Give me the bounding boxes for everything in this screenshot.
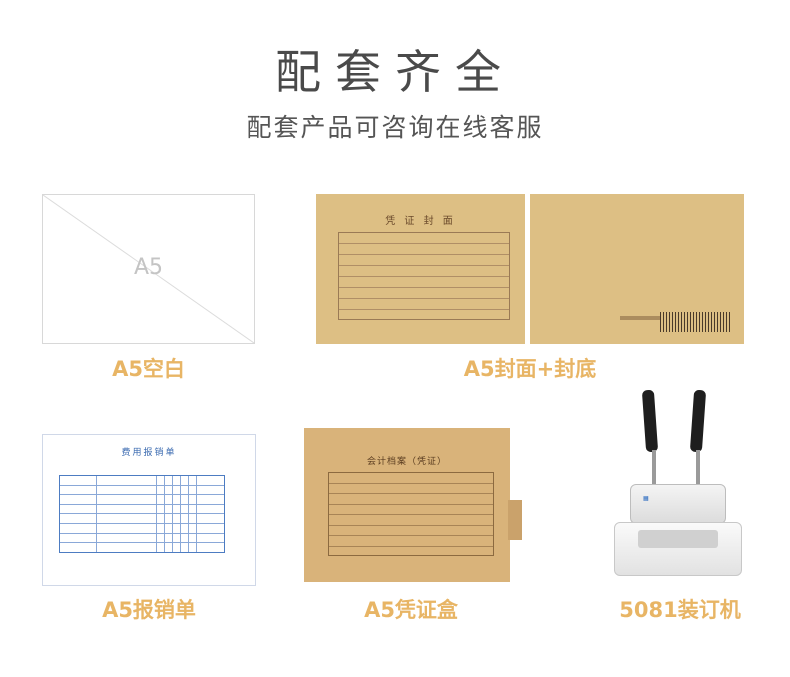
- caption-voucher-box: A5凭证盒: [364, 598, 458, 622]
- caption-binding-machine: 5081装订机: [619, 598, 741, 622]
- box-title: 会计档案（凭证）: [366, 457, 447, 467]
- box-tab: [508, 500, 522, 540]
- voucher-box-image: 会计档案（凭证）: [304, 428, 522, 582]
- machine-logo: ▦: [643, 495, 649, 502]
- box-body: 会计档案（凭证）: [304, 428, 510, 582]
- page-title: 配套齐全: [275, 45, 515, 99]
- machine-handle-right: [689, 389, 707, 453]
- form-grid: [59, 475, 225, 553]
- form-title: 费用报销单: [121, 448, 177, 458]
- a5-blank-image: A5: [42, 194, 255, 344]
- caption-reimbursement: A5报销单: [102, 598, 196, 622]
- reimbursement-form-image: 费用报销单: [42, 434, 256, 586]
- caption-a5-blank: A5空白: [112, 357, 185, 381]
- page-subtitle: 配套产品可咨询在线客服: [246, 113, 544, 142]
- cover-back-image: [530, 194, 744, 344]
- machine-head: ▦: [630, 484, 726, 524]
- machine-tray: [638, 530, 718, 548]
- diagonal-line: [43, 195, 254, 343]
- machine-handle-left: [641, 389, 659, 453]
- a5-placeholder-text: A5: [133, 255, 164, 280]
- barcode-icon: [660, 312, 730, 332]
- caption-cover: A5封面+封底: [463, 357, 597, 381]
- cover-front-image: 凭 证 封 面: [316, 194, 525, 344]
- binding-machine-image: ▦: [600, 384, 760, 590]
- cover-table: [338, 232, 510, 320]
- cover-title: 凭 证 封 面: [385, 216, 456, 227]
- box-table: [328, 472, 494, 556]
